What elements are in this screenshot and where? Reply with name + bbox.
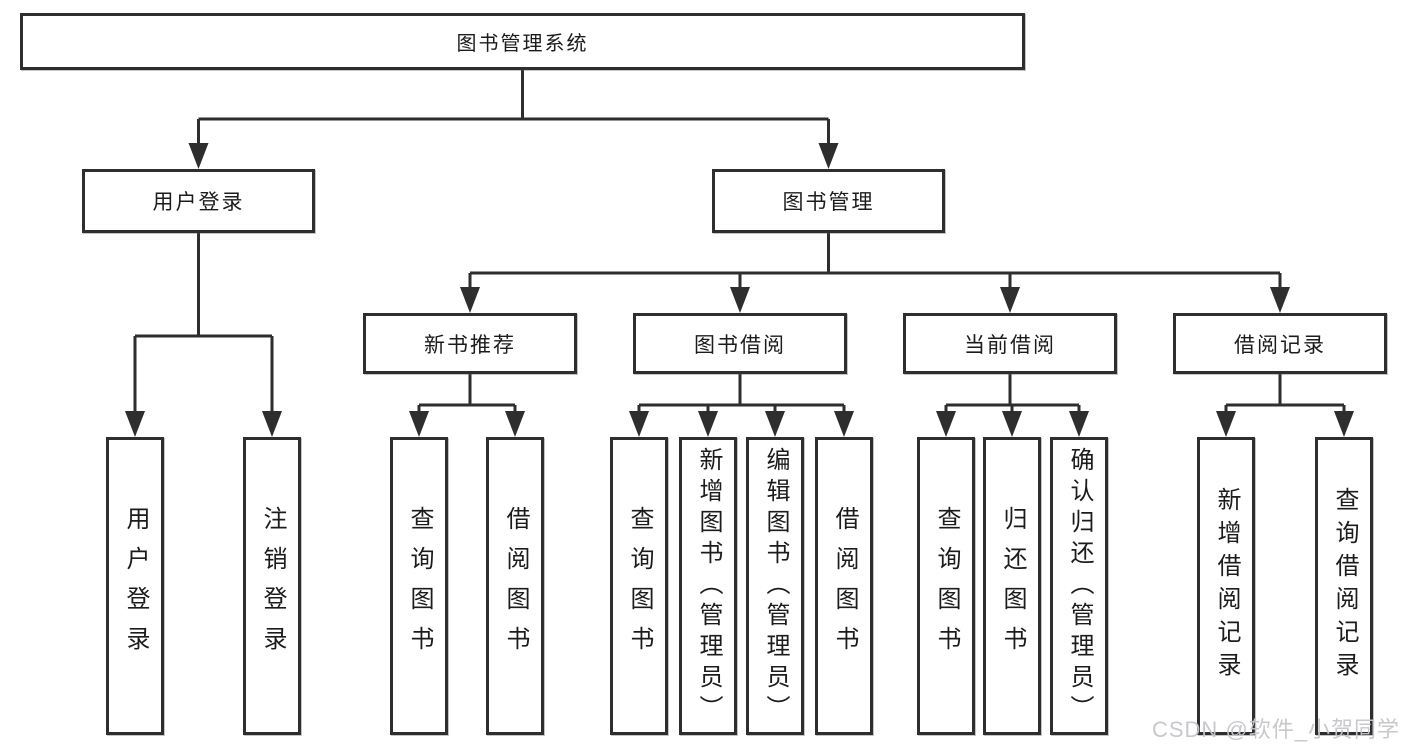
leaf-label: 查询图书 [406, 506, 433, 666]
leaf-label: 归还图书 [999, 506, 1026, 666]
leaf-label: 查询图书 [626, 506, 653, 666]
leaf-label: 注销登录 [259, 506, 286, 666]
arrow-down-icon [505, 411, 525, 437]
node-book-borrowing: 图书借阅 [633, 313, 847, 374]
connector-newbook-to-leaves [417, 374, 517, 433]
leaf-label: 新增图书（管理员） [695, 446, 722, 726]
arrowheads [125, 143, 1354, 437]
arrow-down-icon [936, 411, 956, 437]
node-current-borrowing: 当前借阅 [903, 313, 1117, 374]
leaf-label: 用户登录 [122, 506, 149, 666]
leaf-user-login: 用户登录 [106, 437, 164, 735]
node-root-library-system: 图书管理系统 [20, 13, 1025, 70]
leaf-label: 确认归还（管理员） [1066, 446, 1093, 726]
node-label: 用户登录 [152, 191, 245, 214]
leaf-borrow-book: 借阅图书 [486, 437, 544, 735]
arrow-down-icon [125, 411, 145, 437]
arrow-down-icon [730, 287, 750, 313]
arrow-down-icon [262, 411, 282, 437]
leaf-query-borrow-record: 查询借阅记录 [1315, 437, 1373, 735]
arrow-down-icon [629, 411, 649, 437]
node-label: 图书管理系统 [456, 33, 589, 55]
leaf-query-book: 查询图书 [390, 437, 448, 735]
leaf-return-book: 归还图书 [983, 437, 1041, 735]
arrow-down-icon [765, 411, 785, 437]
leaf-logout: 注销登录 [243, 437, 301, 735]
leaf-add-borrow-record: 新增借阅记录 [1197, 437, 1255, 735]
arrow-down-icon [1270, 287, 1290, 313]
leaf-borrow-book: 借阅图书 [815, 437, 873, 735]
leaf-label: 查询借阅记录 [1331, 487, 1358, 685]
leaf-label: 借阅图书 [831, 506, 858, 666]
node-label: 图书借阅 [694, 333, 786, 357]
csdn-watermark: CSDN @软件_小贺同学 [1151, 717, 1400, 742]
leaf-confirm-return-admin: 确认归还（管理员） [1050, 437, 1108, 735]
node-user-login: 用户登录 [82, 169, 315, 233]
connector-borrowrecord-to-leaves [1224, 374, 1346, 433]
arrow-down-icon [1002, 411, 1022, 437]
connector-userlogin-to-leaves [133, 233, 274, 433]
connector-root-to-level2 [197, 70, 830, 165]
node-label: 当前借阅 [964, 333, 1056, 357]
arrow-down-icon [698, 411, 718, 437]
arrow-down-icon [1216, 411, 1236, 437]
node-book-management: 图书管理 [712, 169, 945, 233]
node-label: 新书推荐 [424, 333, 516, 357]
node-new-book-recommendation: 新书推荐 [363, 313, 577, 374]
leaf-query-book: 查询图书 [610, 437, 668, 735]
connector-bookborrow-to-leaves [637, 374, 846, 433]
connector-bookmgmt-to-level3 [468, 233, 1282, 309]
arrow-down-icon [1334, 411, 1354, 437]
arrow-down-icon [834, 411, 854, 437]
leaf-label: 新增借阅记录 [1213, 487, 1240, 685]
node-label: 图书管理 [782, 191, 875, 214]
leaf-add-book-admin: 新增图书（管理员） [679, 437, 737, 735]
node-label: 借阅记录 [1234, 333, 1326, 357]
leaf-label: 查询图书 [933, 506, 960, 666]
arrow-down-icon [460, 287, 480, 313]
arrow-down-icon [1000, 287, 1020, 313]
leaf-label: 借阅图书 [502, 506, 529, 666]
arrow-down-icon [188, 143, 209, 169]
leaf-query-book: 查询图书 [917, 437, 975, 735]
node-borrowing-records: 借阅记录 [1173, 313, 1387, 374]
leaf-label: 编辑图书（管理员） [762, 446, 789, 726]
arrow-down-icon [409, 411, 429, 437]
arrow-down-icon [818, 143, 839, 169]
arrow-down-icon [1069, 411, 1089, 437]
leaf-edit-book-admin: 编辑图书（管理员） [746, 437, 804, 735]
